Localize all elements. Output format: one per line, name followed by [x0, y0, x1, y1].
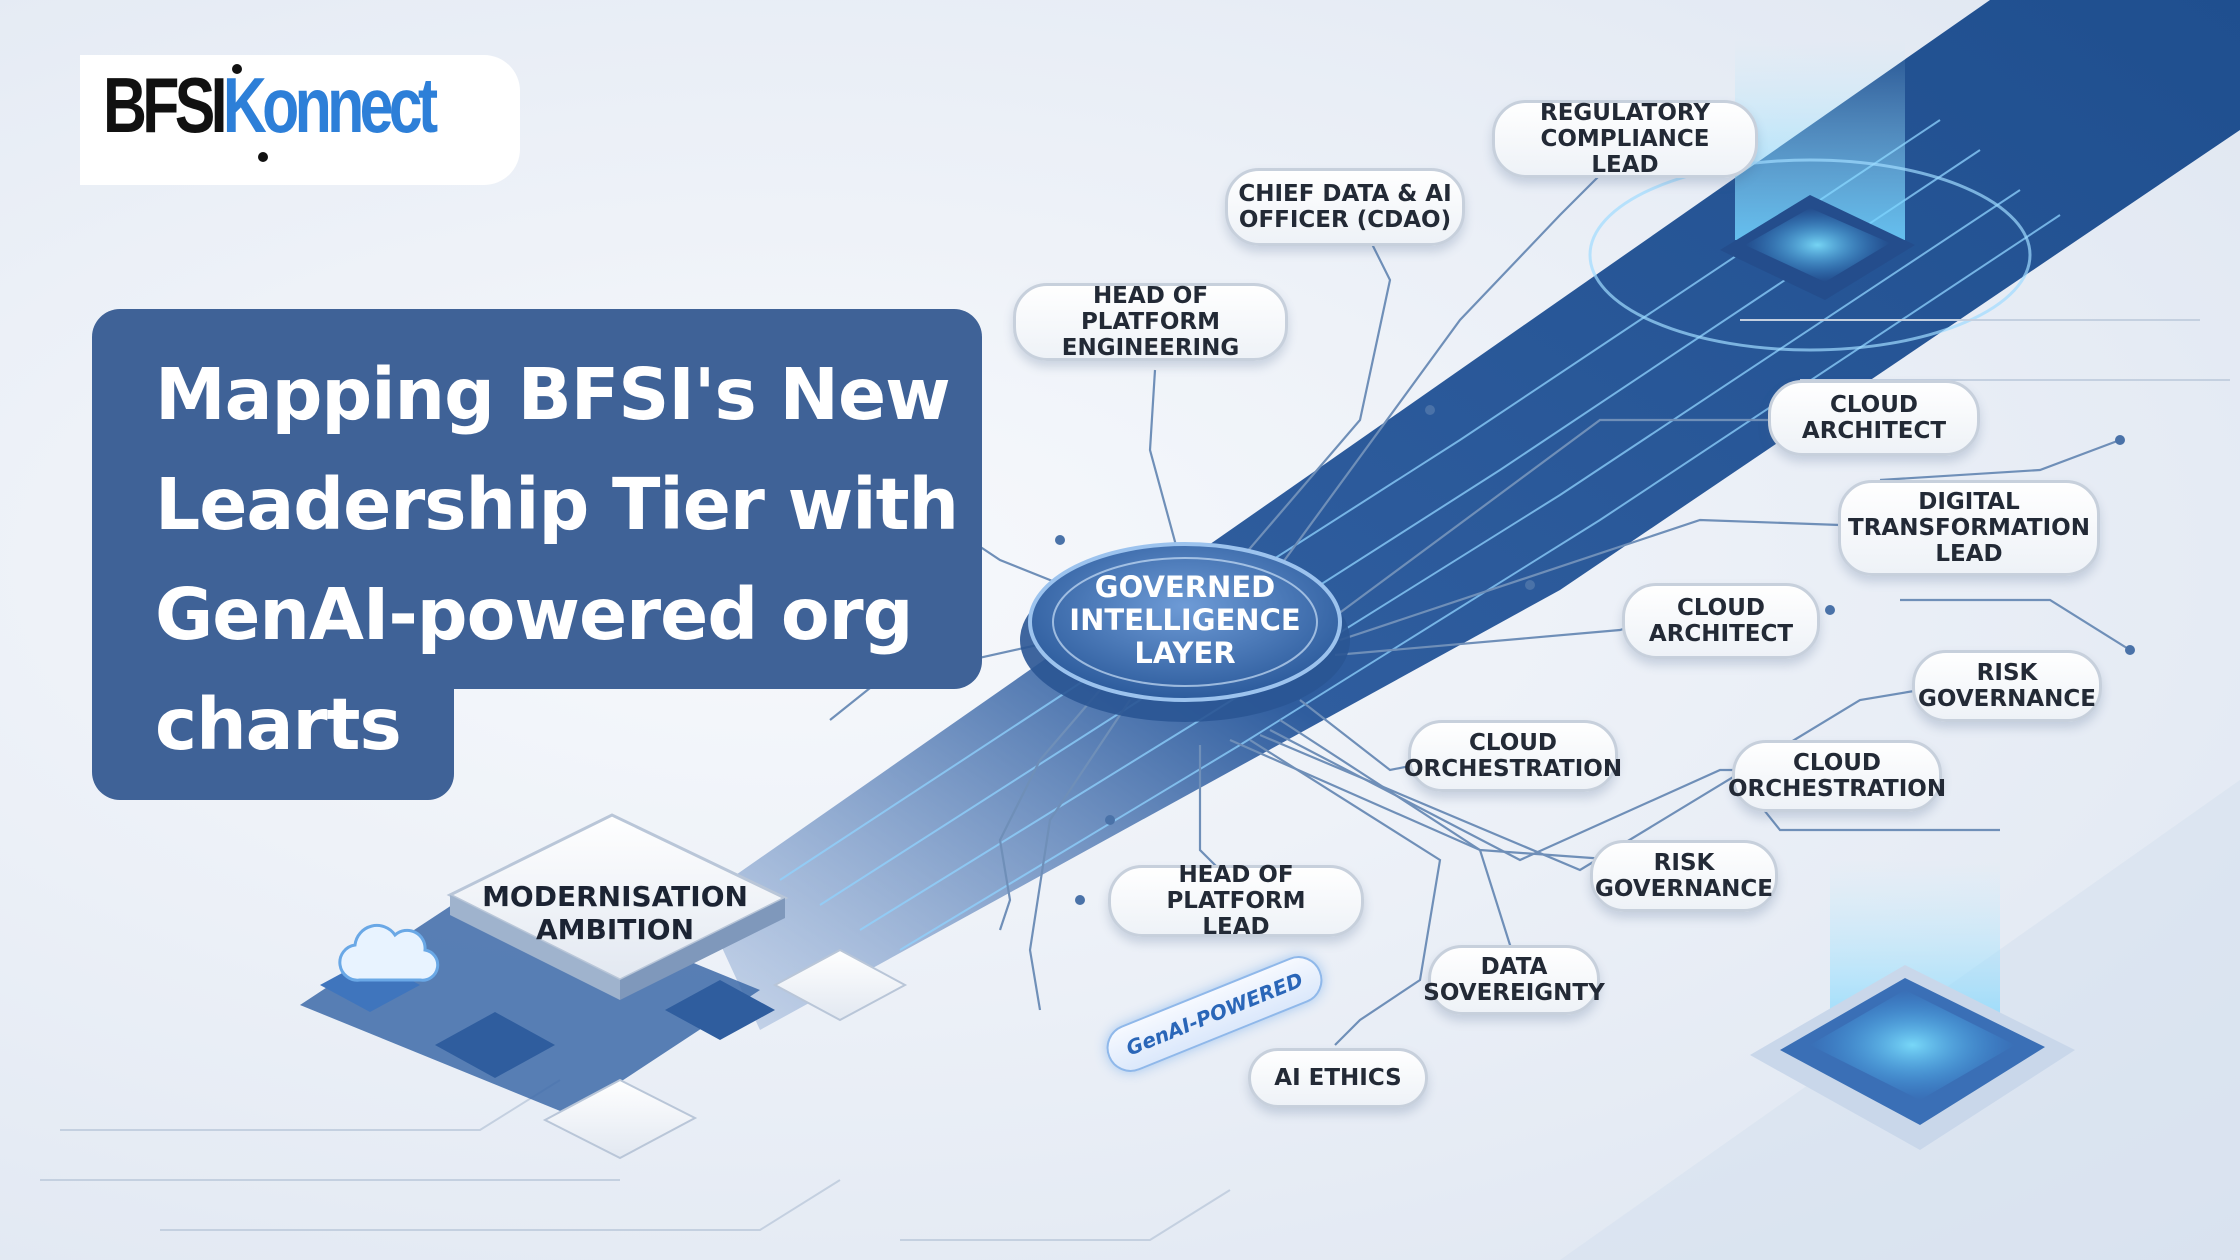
hub-label: GOVERNED INTELLIGENCE LAYER [1069, 569, 1301, 670]
node-data-sovereignty: DATA SOVEREIGNTY [1423, 945, 1605, 1015]
lower-chip [1750, 860, 2075, 1150]
governed-intelligence-hub [1020, 542, 1350, 722]
node-cloud-orchestration-right: CLOUD ORCHESTRATION [1728, 740, 1946, 812]
node-ai-ethics: AI ETHICS [1248, 1048, 1428, 1108]
node-cdao: CHIEF DATA & AI OFFICER (CDAO) [1225, 168, 1465, 246]
node-cloud-architect-middle: CLOUD ARCHITECT [1622, 583, 1820, 659]
logo-prefix: BFSI [103, 61, 228, 149]
modernisation-label: MODERNISATION AMBITION [482, 880, 748, 946]
connector-lines [829, 174, 2131, 1046]
bfsikonnect-logo[interactable]: BFSIKonnect [103, 60, 438, 151]
headline: Mapping BFSI's New Leadership Tier with … [155, 353, 959, 766]
beam-circuit-lines [779, 119, 2061, 951]
node-risk-governance-center: RISK GOVERNANCE [1590, 840, 1778, 912]
node-digital-transformation-lead: DIGITAL TRANSFORMATION LEAD [1838, 480, 2100, 576]
node-risk-governance-right: RISK GOVERNANCE [1912, 650, 2102, 722]
logo-network-node [258, 152, 268, 162]
node-cloud-architect-top: CLOUD ARCHITECT [1768, 380, 1980, 456]
title-panel [92, 309, 982, 689]
modernisation-platform [300, 813, 908, 1160]
node-cloud-orchestration-center: CLOUD ORCHESTRATION [1404, 720, 1622, 792]
node-regulatory-compliance-lead: REGULATORY COMPLIANCE LEAD [1492, 100, 1758, 178]
upper-chip [1588, 40, 2032, 352]
title-panel-tail [92, 640, 454, 800]
logo-suffix: Konnect [222, 61, 438, 149]
connector-dots [1055, 405, 2135, 905]
node-head-of-platform-engineering: HEAD OF PLATFORM ENGINEERING [1013, 283, 1288, 361]
logo-network-node [232, 64, 242, 74]
node-head-of-platform-lead: HEAD OF PLATFORM LEAD [1108, 862, 1364, 940]
